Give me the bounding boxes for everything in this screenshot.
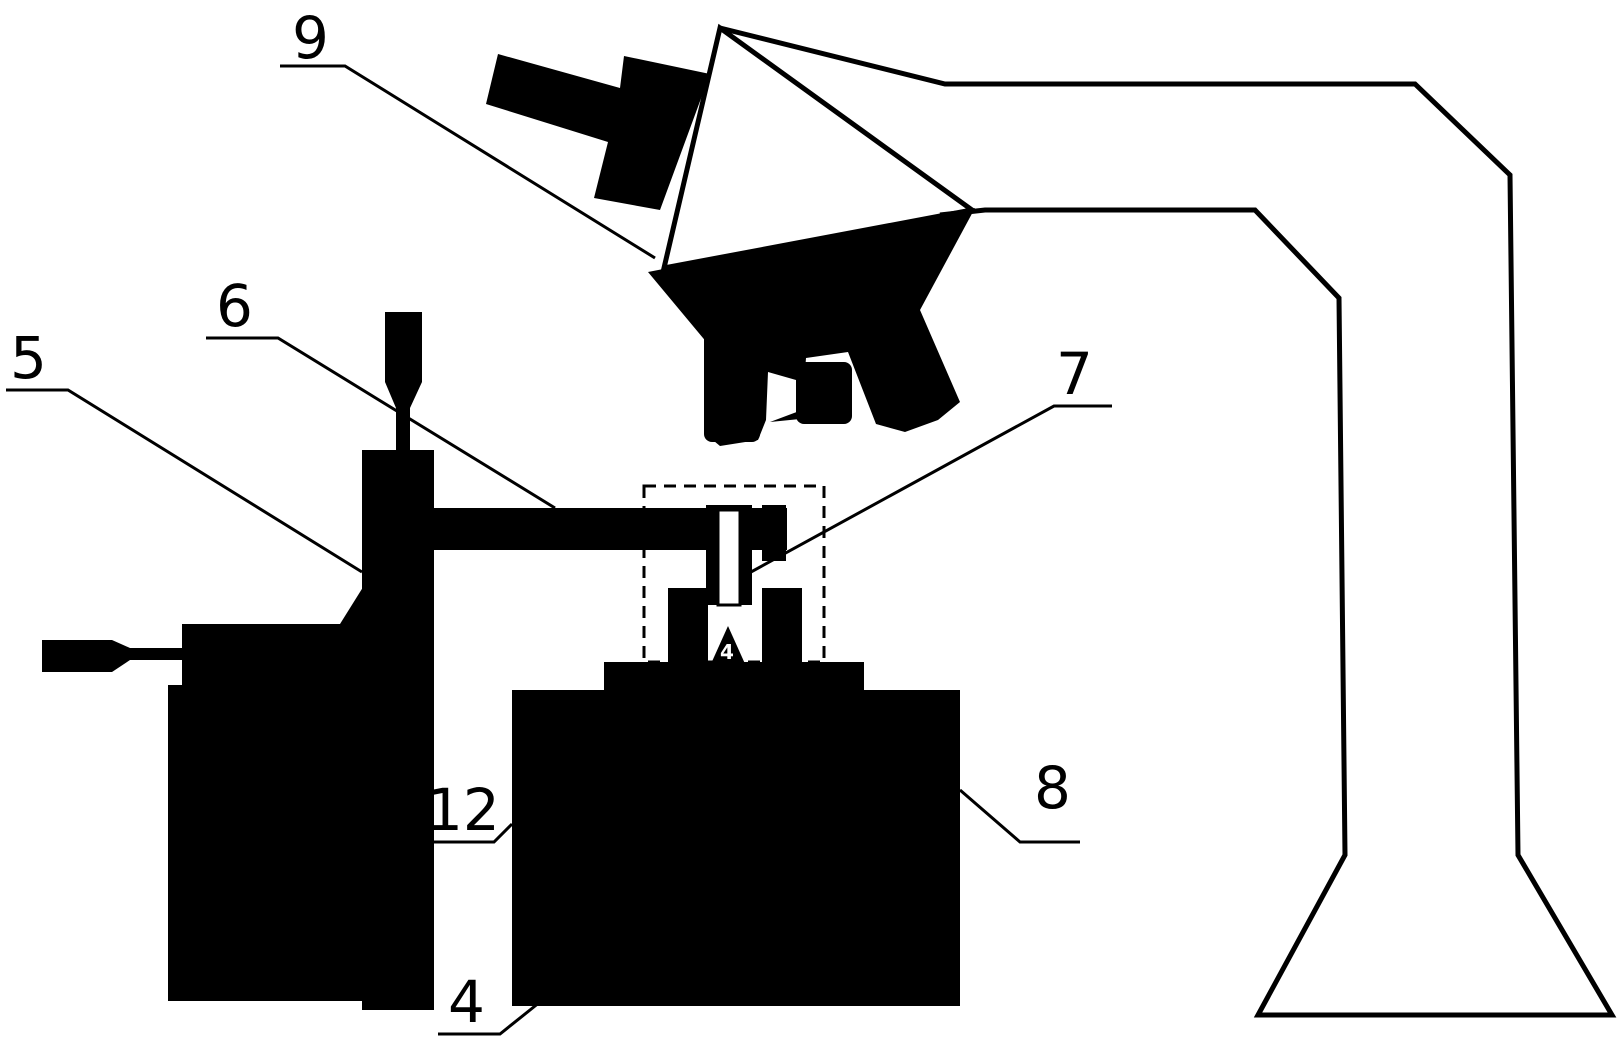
leader-9 bbox=[280, 64, 656, 260]
leader-6 bbox=[206, 336, 556, 510]
robot-arm bbox=[486, 23, 1617, 1018]
gripper-finger-left bbox=[704, 330, 760, 442]
left-block-assembly bbox=[42, 312, 434, 1010]
label-8: 8 bbox=[1034, 754, 1071, 822]
gripper-finger-mid bbox=[796, 362, 852, 424]
right-base-block bbox=[512, 690, 960, 1006]
side-connector bbox=[42, 640, 182, 672]
label-12: 12 bbox=[426, 776, 500, 844]
arm-outline bbox=[719, 25, 1617, 1018]
leader-12 bbox=[430, 822, 514, 844]
top-connector bbox=[385, 312, 422, 452]
leader-7 bbox=[739, 404, 1112, 580]
camera-mount bbox=[486, 54, 710, 210]
label-9: 9 bbox=[292, 4, 329, 72]
label-6: 6 bbox=[216, 272, 253, 340]
detail-dashed-box bbox=[642, 484, 826, 664]
beam-end-block bbox=[762, 505, 786, 561]
leader-4 bbox=[438, 1000, 541, 1036]
fixture-plate bbox=[604, 662, 864, 694]
sample-label: 4 bbox=[720, 640, 734, 664]
leader-5 bbox=[6, 388, 363, 574]
left-step-block bbox=[182, 624, 368, 690]
probe-slot bbox=[716, 508, 742, 607]
leaders: 9 6 5 7 8 12 4 bbox=[6, 4, 1112, 1036]
sample-piece bbox=[710, 626, 746, 666]
label-4: 4 bbox=[448, 968, 485, 1036]
fixture-post-right bbox=[762, 588, 802, 668]
vertical-column bbox=[362, 450, 434, 1010]
label-7: 7 bbox=[1056, 340, 1093, 408]
leader-8 bbox=[959, 788, 1080, 844]
fixture-post-left bbox=[668, 588, 708, 668]
horizontal-arm-assembly bbox=[432, 505, 787, 607]
label-5: 5 bbox=[10, 324, 47, 392]
right-block-assembly: 4 bbox=[512, 588, 960, 1006]
